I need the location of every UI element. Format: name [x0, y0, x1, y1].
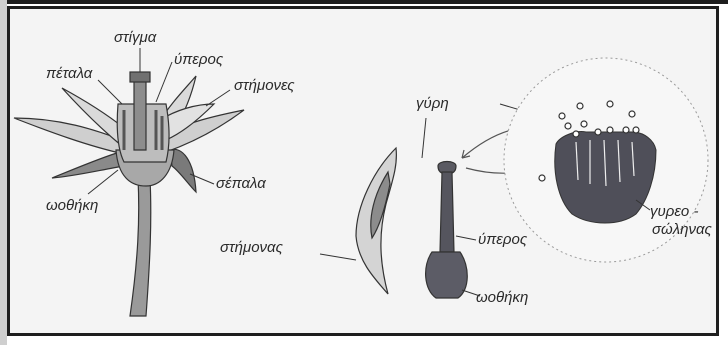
style [440, 172, 454, 252]
label-pollen-tube-2: σώληνας [652, 222, 712, 237]
ovary-right [426, 252, 468, 298]
label-pollen: γύρη [416, 96, 449, 111]
label-ovary-right: ωοθήκη [476, 290, 528, 305]
stamen-illustration [356, 148, 396, 294]
leader-pollen-mid [422, 118, 426, 158]
stigma-tip [130, 72, 150, 82]
label-ovary-left: ωοθήκη [46, 198, 98, 213]
label-stamens: στήμονες [234, 78, 295, 93]
leader-stamen [320, 254, 356, 260]
pistil-left [134, 78, 146, 150]
label-pistil-top: ύπερος [174, 52, 223, 67]
label-stigma: στίγμα [114, 30, 156, 45]
label-petals: πέταλα [46, 66, 92, 81]
label-stamen: στήμονας [220, 240, 283, 255]
label-pistil-mid: ύπερος [478, 232, 527, 247]
label-sepals: σέπαλα [216, 176, 266, 191]
pistil-illustration [426, 162, 468, 299]
label-pollen-tube-1: γυρεο - [650, 204, 698, 219]
stem [130, 178, 151, 316]
flower-illustration [14, 72, 244, 316]
